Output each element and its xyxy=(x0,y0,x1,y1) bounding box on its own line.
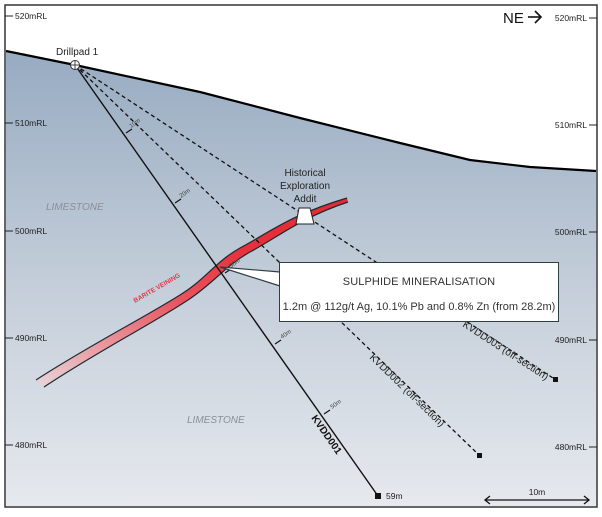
addit-label: Historical Exploration Addit xyxy=(280,168,330,205)
depth-tick-label: 40m xyxy=(280,329,293,341)
depth-ticks xyxy=(125,128,331,415)
elev-label-right: 490mRL xyxy=(555,335,587,345)
topography-line xyxy=(5,49,597,173)
depth-tick-label: 20m xyxy=(179,188,192,200)
elev-label-left: 510mRL xyxy=(15,118,47,128)
frame-border xyxy=(4,4,598,508)
depth-tick-labels: 10m 20m 30m 40m 50m xyxy=(129,118,343,411)
scale-bar-label: 10m xyxy=(529,487,546,497)
lithology-label: LIMESTONE xyxy=(46,202,104,213)
elev-label-right: 520mRL xyxy=(555,13,587,23)
elev-label-left: 480mRL xyxy=(15,440,47,450)
scale-bar: 10m xyxy=(483,487,591,505)
elev-label-left: 520mRL xyxy=(15,11,47,21)
depth-tick-label: 10m xyxy=(129,118,142,130)
elev-label-left: 500mRL xyxy=(15,226,47,236)
hole-end-marker xyxy=(477,453,482,458)
vein-hangingwall xyxy=(35,197,348,381)
north-arrow: NE xyxy=(503,10,543,27)
depth-label: 59m xyxy=(386,491,403,501)
lithology-label: LIMESTONE xyxy=(187,415,245,426)
elevation-axis-right: 520mRL 510mRL 500mRL 490mRL 480mRL xyxy=(555,13,597,452)
arrow-right-icon xyxy=(528,10,543,24)
hole-end-marker xyxy=(553,377,558,382)
barite-vein xyxy=(36,198,348,387)
drillhole-kvdd002 xyxy=(74,64,481,457)
elev-label-right: 510mRL xyxy=(555,120,587,130)
elevation-axis-left: 520mRL 510mRL 500mRL 490mRL 480mRL xyxy=(5,11,47,450)
elev-label-left: 490mRL xyxy=(15,333,47,343)
drillpad-label: Drillpad 1 xyxy=(56,47,99,58)
depth-tick-label: 50m xyxy=(330,399,343,411)
drillhole-kvdd001 xyxy=(74,64,379,497)
addit-label-line: Addit xyxy=(294,194,317,205)
addit-label-line: Exploration xyxy=(280,181,330,192)
elev-label-right: 500mRL xyxy=(555,227,587,237)
mineralisation-callout: SULPHIDE MINERALISATION 1.2m @ 112g/t Ag… xyxy=(279,262,559,322)
addit-label-line: Historical xyxy=(284,168,325,179)
depth-tick-label: 30m xyxy=(229,258,242,270)
crosshair-circle-icon xyxy=(70,60,80,70)
callout-detail: 1.2m @ 112g/t Ag, 10.1% Pb and 0.8% Zn (… xyxy=(282,301,556,313)
callout-title: SULPHIDE MINERALISATION xyxy=(342,276,496,288)
vein-footwall xyxy=(43,201,349,388)
hole-end-marker xyxy=(375,493,381,499)
drillhole-kvdd003 xyxy=(74,64,557,381)
elev-label-right: 480mRL xyxy=(555,442,587,452)
addit-portal-icon xyxy=(295,207,315,225)
north-arrow-label: NE xyxy=(503,10,524,27)
